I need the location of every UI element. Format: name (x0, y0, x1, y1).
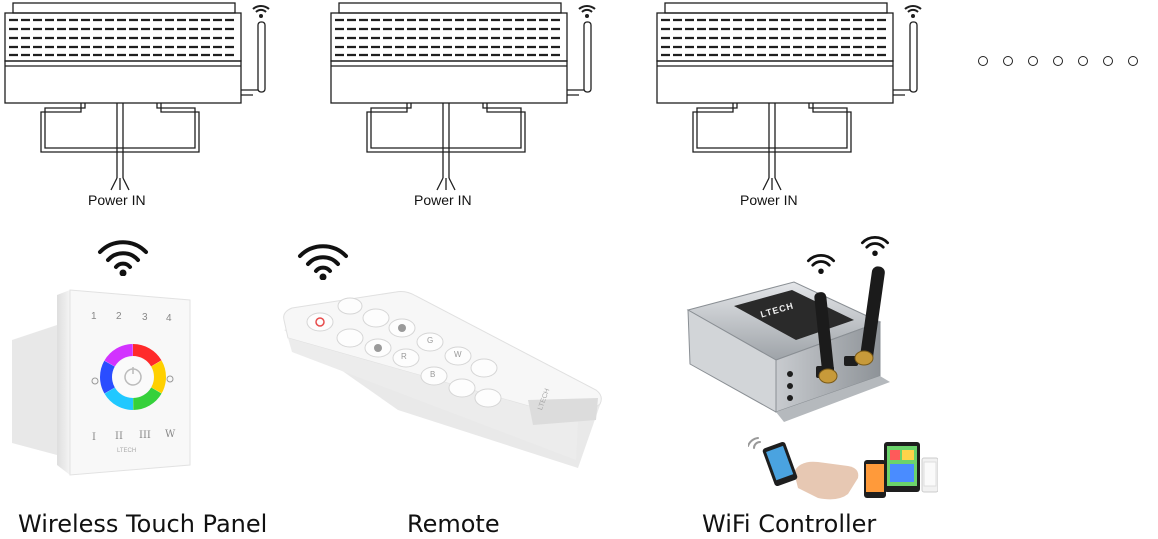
wifi-icon (904, 5, 922, 13)
ellipsis-dot (978, 56, 988, 66)
brand-label: LTECH (117, 448, 137, 454)
zone-number[interactable]: 2 (116, 311, 122, 322)
more-drivers-indicator (978, 56, 1138, 66)
zone-number[interactable]: 4 (166, 313, 172, 324)
ellipsis-dot (1103, 56, 1113, 66)
led-driver-drawing (330, 2, 596, 191)
remote-drawing (283, 291, 602, 468)
caption-wireless-touch-panel: Wireless Touch Panel (18, 510, 268, 538)
remote-button-w[interactable]: W (454, 350, 462, 359)
wireless-touch-panel: 1 2 3 4 I II III W LTECH (12, 285, 202, 480)
wifi-icon (298, 244, 348, 280)
wifi-icon (860, 236, 890, 256)
wifi-icon (806, 254, 836, 274)
ellipsis-dot (1128, 56, 1138, 66)
led-driver-3: Power IN (655, 0, 925, 215)
wifi-icon (578, 5, 596, 13)
mode-label[interactable]: I (92, 432, 96, 443)
mode-label[interactable]: W (165, 429, 176, 440)
wifi-controller-drawing (686, 266, 890, 422)
mode-label[interactable]: II (115, 431, 123, 442)
led-driver-1: Power IN (3, 0, 273, 215)
caption-wifi-controller: WiFi Controller (702, 510, 877, 538)
ellipsis-dot (1028, 56, 1038, 66)
power-in-label: Power IN (414, 192, 472, 208)
caption-remote: Remote (407, 510, 500, 538)
remote-control: R G B W LTECH (278, 290, 608, 470)
power-in-label: Power IN (740, 192, 798, 208)
led-driver-drawing (656, 2, 922, 191)
power-in-label: Power IN (88, 192, 146, 208)
led-driver-2: Power IN (329, 0, 599, 215)
ellipsis-dot (1053, 56, 1063, 66)
wifi-controller: LTECH (684, 262, 934, 442)
zone-number[interactable]: 3 (142, 312, 148, 323)
ellipsis-dot (1003, 56, 1013, 66)
remote-button-r[interactable]: R (401, 352, 407, 361)
smartphone-app-illustration (747, 432, 939, 508)
touch-panel-drawing (12, 289, 191, 476)
remote-button-b[interactable]: B (430, 370, 436, 379)
led-driver-drawing (4, 2, 270, 191)
zone-number[interactable]: 1 (91, 311, 97, 322)
hand-phone-icon (747, 437, 939, 500)
wifi-icon (98, 240, 148, 276)
remote-button-g[interactable]: G (427, 336, 434, 345)
ellipsis-dot (1078, 56, 1088, 66)
mode-label[interactable]: III (139, 430, 151, 441)
wifi-icon (252, 5, 270, 13)
